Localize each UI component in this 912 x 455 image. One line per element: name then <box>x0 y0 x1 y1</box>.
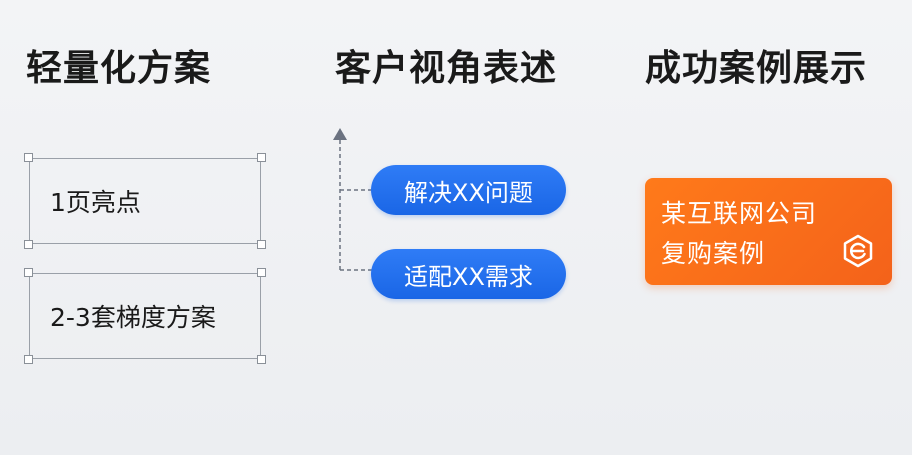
resize-handle-top-left[interactable] <box>24 153 33 162</box>
renew-hexagon-icon <box>843 234 873 268</box>
column-title-lightweight-plan: 轻量化方案 <box>26 48 212 89</box>
case-card[interactable]: 某互联网公司 复购案例 <box>645 178 892 285</box>
column-title-success-cases: 成功案例展示 <box>645 48 868 89</box>
resize-handle-top-right[interactable] <box>257 268 266 277</box>
resize-handle-bottom-left[interactable] <box>24 355 33 364</box>
case-card-label: 复购案例 <box>661 239 766 268</box>
column-title-customer-perspective: 客户视角表述 <box>335 48 558 89</box>
fit-needs-pill[interactable]: 适配XX需求 <box>371 249 566 299</box>
arrow-up-icon <box>333 128 347 140</box>
tiered-plan-box-label: 2-3套梯度方案 <box>50 303 216 332</box>
connector-arrow <box>333 128 372 271</box>
resize-handle-bottom-right[interactable] <box>257 355 266 364</box>
highlight-box-label: 1页亮点 <box>50 188 141 217</box>
solve-problem-pill[interactable]: 解决XX问题 <box>371 165 566 215</box>
resize-handle-bottom-left[interactable] <box>24 240 33 249</box>
resize-handle-top-left[interactable] <box>24 268 33 277</box>
highlight-box[interactable]: 1页亮点 <box>24 153 266 249</box>
resize-handle-top-right[interactable] <box>257 153 266 162</box>
tiered-plan-box[interactable]: 2-3套梯度方案 <box>24 268 266 364</box>
resize-handle-bottom-right[interactable] <box>257 240 266 249</box>
case-card-company: 某互联网公司 <box>661 199 818 228</box>
